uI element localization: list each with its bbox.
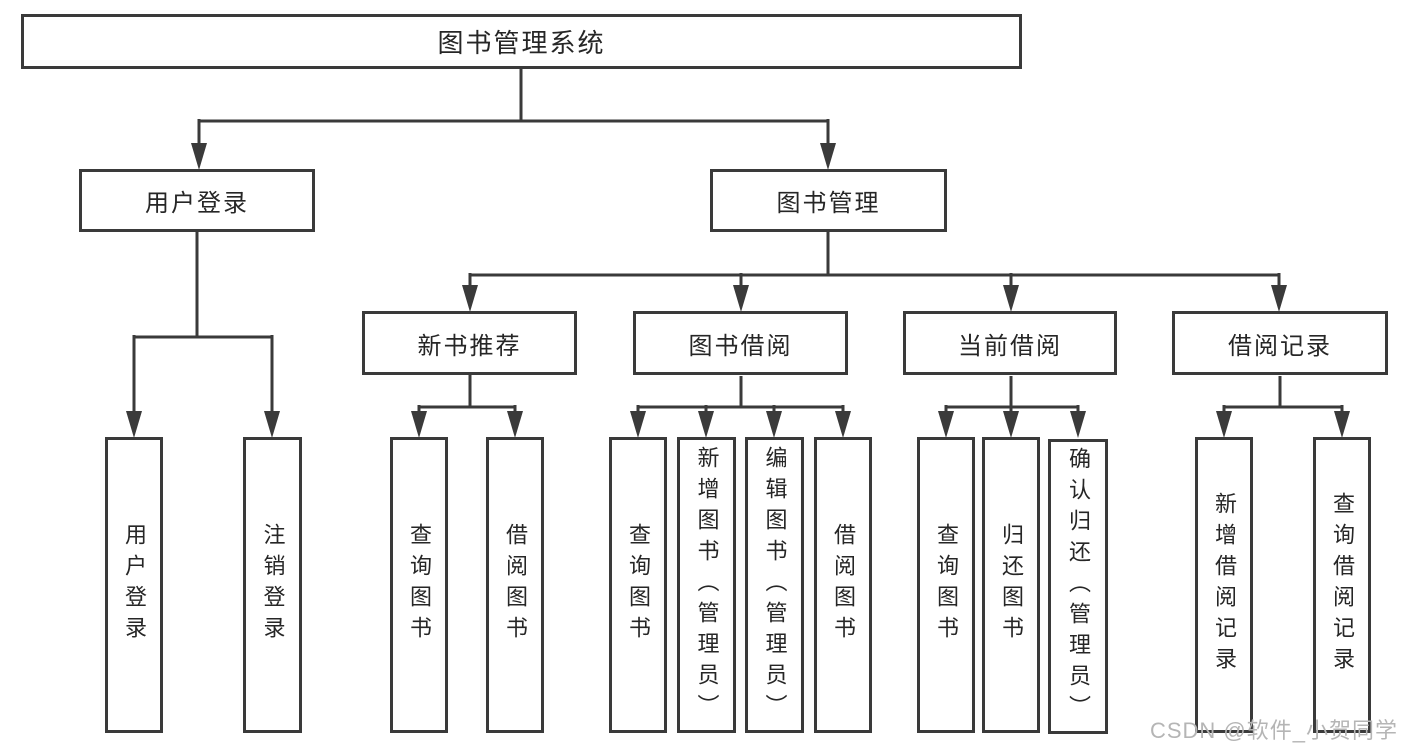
connector-newbook-to-leaves [417, 375, 517, 414]
leaf-edit-books-admin: 编辑图书（管理员） [745, 437, 804, 733]
connector-root-to-level2 [197, 69, 830, 146]
leaf-label: 编辑图书（管理员） [762, 445, 788, 725]
arrowhead [835, 411, 851, 438]
connector-records-to-leaves [1222, 376, 1344, 414]
arrowhead [264, 411, 280, 438]
connector-current-to-leaves [944, 376, 1080, 414]
leaf-label: 借阅图书 [503, 523, 528, 647]
leaf-label: 查询图书 [934, 523, 959, 647]
leaf-label: 借阅图书 [831, 523, 856, 647]
arrowhead [1003, 285, 1019, 312]
arrowhead [1271, 285, 1287, 312]
arrowhead [938, 411, 954, 438]
arrowhead [1003, 411, 1019, 438]
leaf-add-books-admin: 新增图书（管理员） [677, 437, 736, 733]
arrowhead [462, 285, 478, 312]
leaf-logout: 注销登录 [243, 437, 302, 733]
connector-bookmgmt-to-level3 [468, 232, 1281, 287]
leaf-query-books-2: 查询图书 [609, 437, 667, 733]
arrowhead [1334, 411, 1350, 438]
leaf-label: 确认归还（管理员） [1066, 447, 1091, 726]
arrowhead [698, 411, 714, 438]
node-borrow-records: 借阅记录 [1172, 311, 1388, 375]
node-root-system: 图书管理系统 [21, 14, 1022, 69]
leaf-return-books: 归还图书 [982, 437, 1040, 733]
csdn-watermark: CSDN @软件_小贺同学 [1149, 718, 1398, 743]
leaf-label: 新增借阅记录 [1212, 492, 1237, 678]
leaf-user-login: 用户登录 [105, 437, 163, 733]
arrowhead [126, 411, 142, 438]
arrowhead [507, 411, 523, 438]
arrowhead [733, 285, 749, 312]
leaf-add-borrow-record: 新增借阅记录 [1195, 437, 1253, 733]
arrowhead [191, 143, 207, 170]
node-current-borrow: 当前借阅 [903, 311, 1117, 375]
node-user-login: 用户登录 [79, 169, 315, 232]
arrowhead [820, 143, 836, 170]
leaf-confirm-return-admin: 确认归还（管理员） [1048, 439, 1108, 734]
node-new-book-recommend: 新书推荐 [362, 311, 577, 375]
connector-borrow-to-leaves [636, 376, 845, 414]
leaf-label: 归还图书 [999, 523, 1024, 647]
leaf-borrow-books-1: 借阅图书 [486, 437, 544, 733]
arrowhead [766, 411, 782, 438]
arrowhead [1216, 411, 1232, 438]
leaf-label: 查询图书 [407, 523, 432, 647]
leaf-query-books-1: 查询图书 [390, 437, 448, 733]
arrowhead [411, 411, 427, 438]
node-book-management: 图书管理 [710, 169, 947, 232]
leaf-borrow-books-2: 借阅图书 [814, 437, 872, 733]
leaf-label: 用户登录 [122, 523, 147, 647]
connector-userlogin-to-leaves [132, 232, 274, 413]
leaf-query-borrow-record: 查询借阅记录 [1313, 437, 1371, 733]
leaf-label: 查询图书 [626, 523, 651, 647]
leaf-label: 查询借阅记录 [1330, 492, 1355, 678]
arrowhead [1070, 411, 1086, 438]
arrowhead [630, 411, 646, 438]
leaf-label: 注销登录 [260, 523, 286, 647]
leaf-label: 新增图书（管理员） [694, 445, 720, 725]
node-book-borrow: 图书借阅 [633, 311, 848, 375]
leaf-query-books-3: 查询图书 [917, 437, 975, 733]
